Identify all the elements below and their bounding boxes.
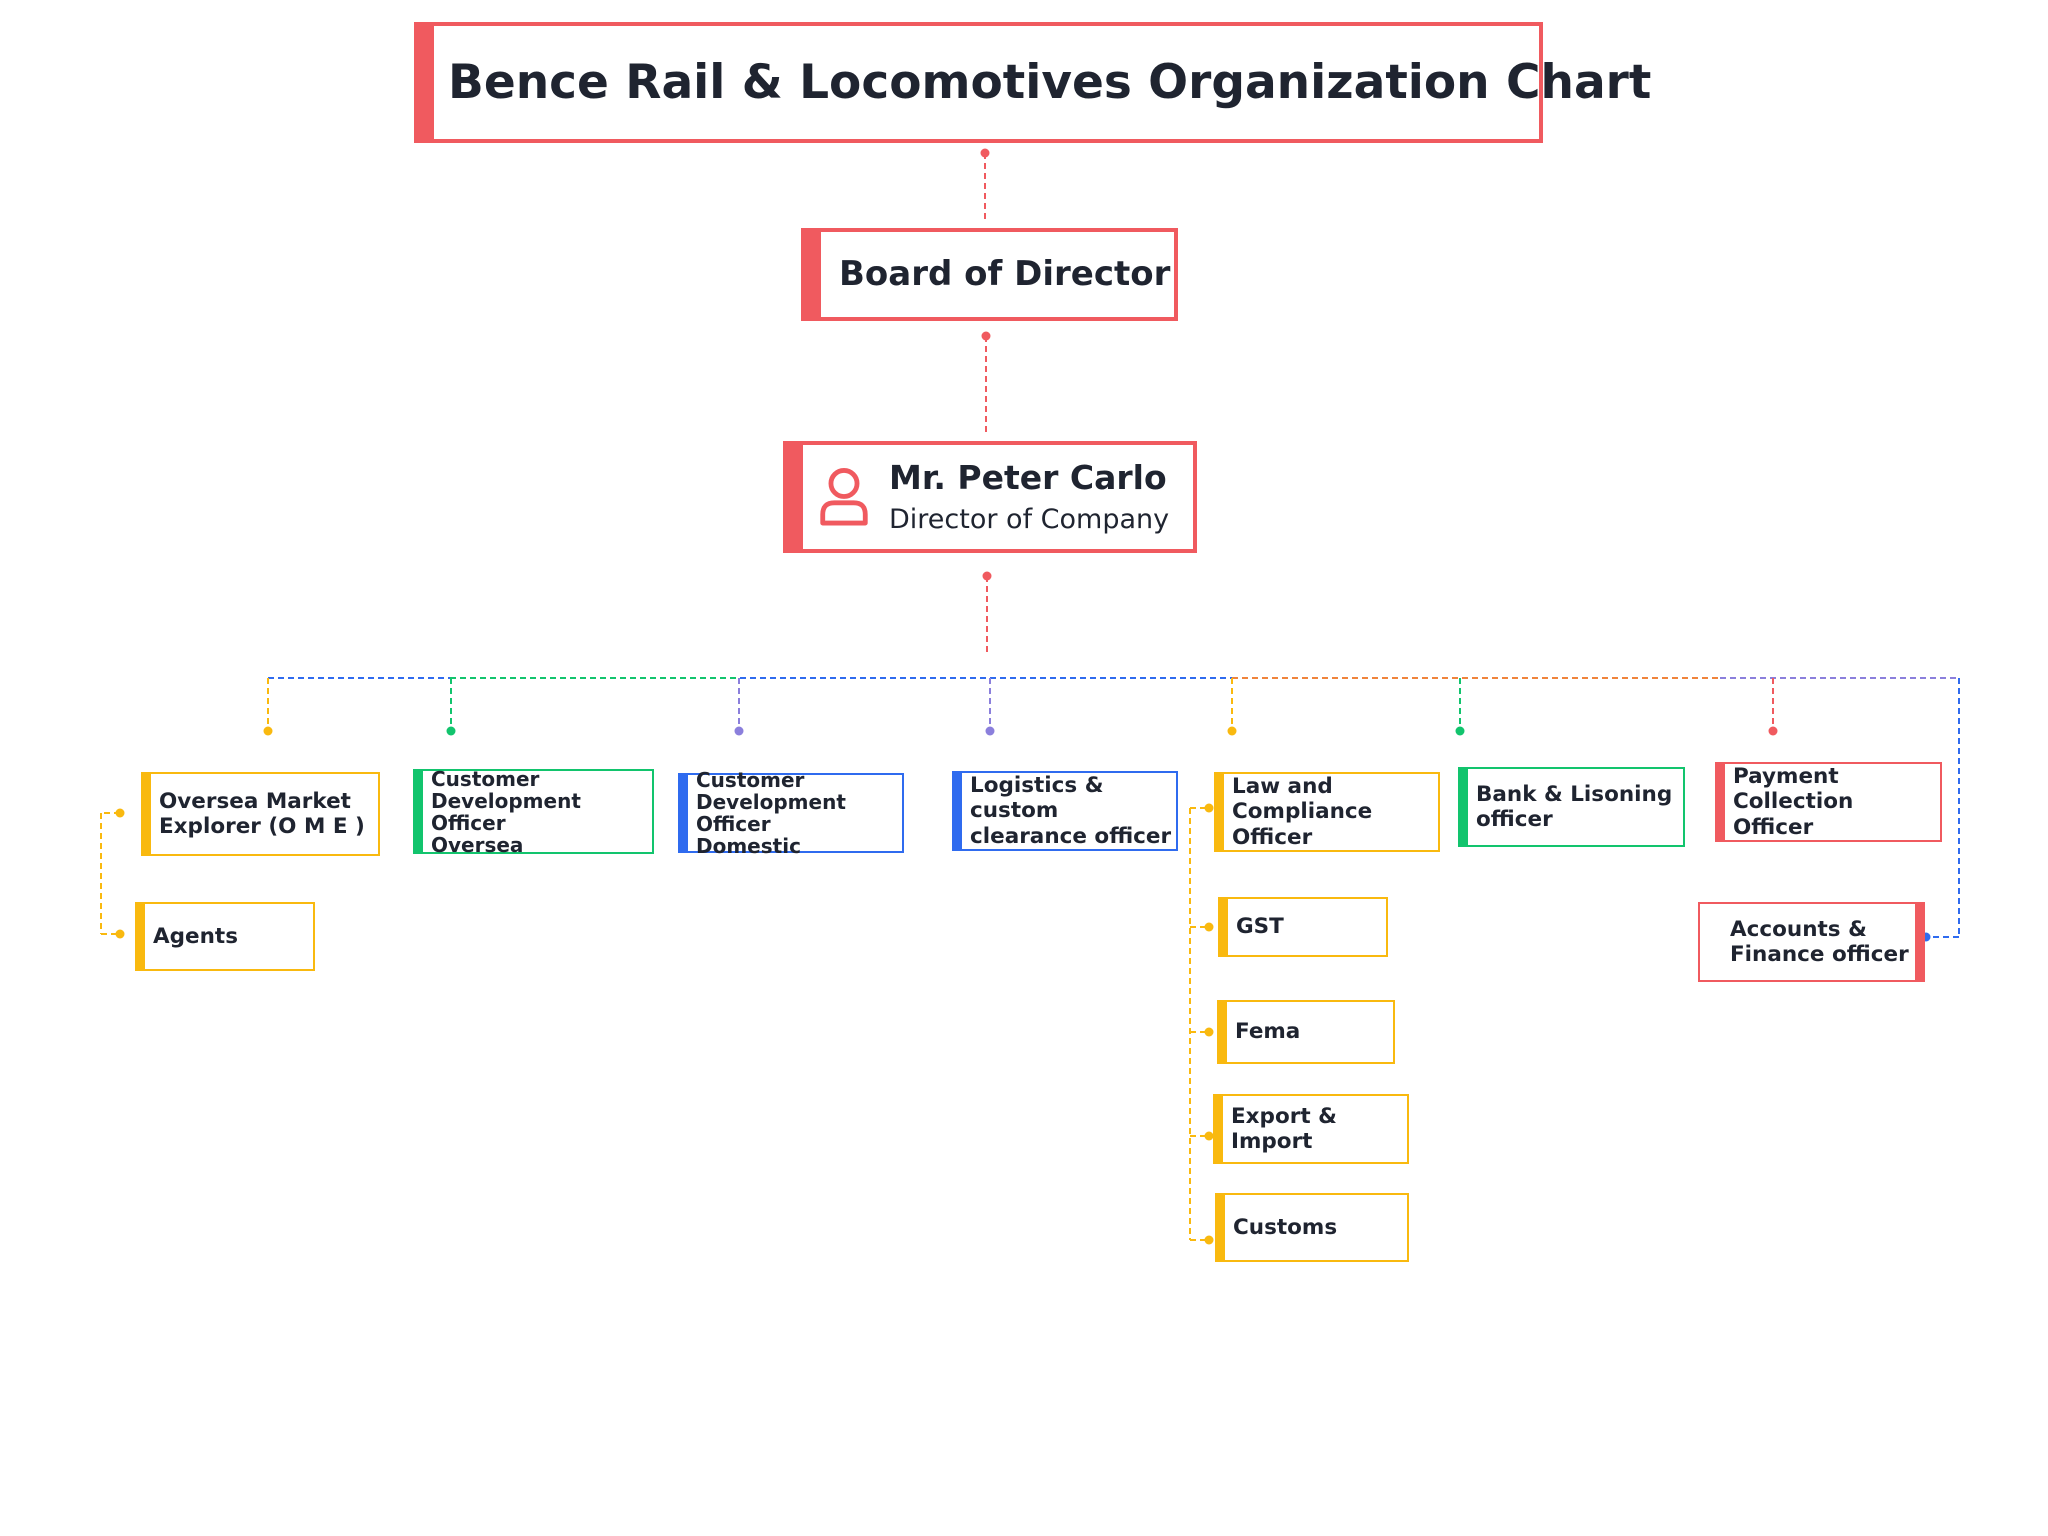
chart-title: Bence Rail & Locomotives Organization Ch… [448, 55, 1652, 110]
bank-lisoning-node[interactable]: Bank & Lisoning officer [1458, 767, 1685, 847]
connector-dot [1455, 726, 1465, 736]
board-label: Board of Director [839, 253, 1171, 294]
connector-dot [734, 726, 744, 736]
board-of-director-node[interactable]: Board of Director [801, 228, 1178, 321]
connector-dot [985, 726, 995, 736]
logistics-clearance-node[interactable]: Logistics & custom clearance officer [952, 771, 1178, 851]
connector-dot [982, 571, 992, 581]
connector-dot [1204, 1131, 1214, 1141]
connector-dot [1204, 922, 1214, 932]
director-node[interactable]: Mr. Peter Carlo Director of Company [783, 441, 1197, 553]
connector-dot [1768, 726, 1778, 736]
customer-development-oversea-node[interactable]: Customer Development Officer Oversea [413, 768, 654, 856]
export-import-node[interactable]: Export & Import [1213, 1094, 1409, 1164]
accounts-finance-node[interactable]: Accounts & Finance officer [1698, 902, 1925, 982]
customer-development-domestic-node[interactable]: Customer Development Officer Domestic [678, 769, 904, 857]
connector-dot [980, 148, 990, 158]
chart-title-node[interactable]: Bence Rail & Locomotives Organization Ch… [414, 22, 1652, 143]
fema-node[interactable]: Fema [1217, 1000, 1395, 1064]
person-icon [820, 468, 868, 526]
connector-dot [446, 726, 456, 736]
connector-dot [263, 726, 273, 736]
law-compliance-node[interactable]: Law and Compliance Officer [1214, 772, 1440, 852]
connector-dot [1204, 803, 1214, 813]
gst-node[interactable]: GST [1218, 897, 1388, 957]
connector-dot [1204, 1027, 1214, 1037]
director-role: Director of Company [889, 503, 1170, 535]
connector-dot [981, 331, 991, 341]
agents-node[interactable]: Agents [135, 902, 315, 971]
director-text: Mr. Peter Carlo Director of Company [889, 457, 1170, 535]
connector-dot [1227, 726, 1237, 736]
connector-dot [1204, 1235, 1214, 1245]
connector-dot [115, 929, 125, 939]
oversea-market-explorer-node[interactable]: Oversea Market Explorer (O M E ) [141, 772, 380, 856]
payment-collection-node[interactable]: Payment Collection Officer [1715, 762, 1942, 842]
director-name: Mr. Peter Carlo [889, 457, 1167, 497]
customs-node[interactable]: Customs [1215, 1193, 1409, 1262]
connector-dot [115, 808, 125, 818]
